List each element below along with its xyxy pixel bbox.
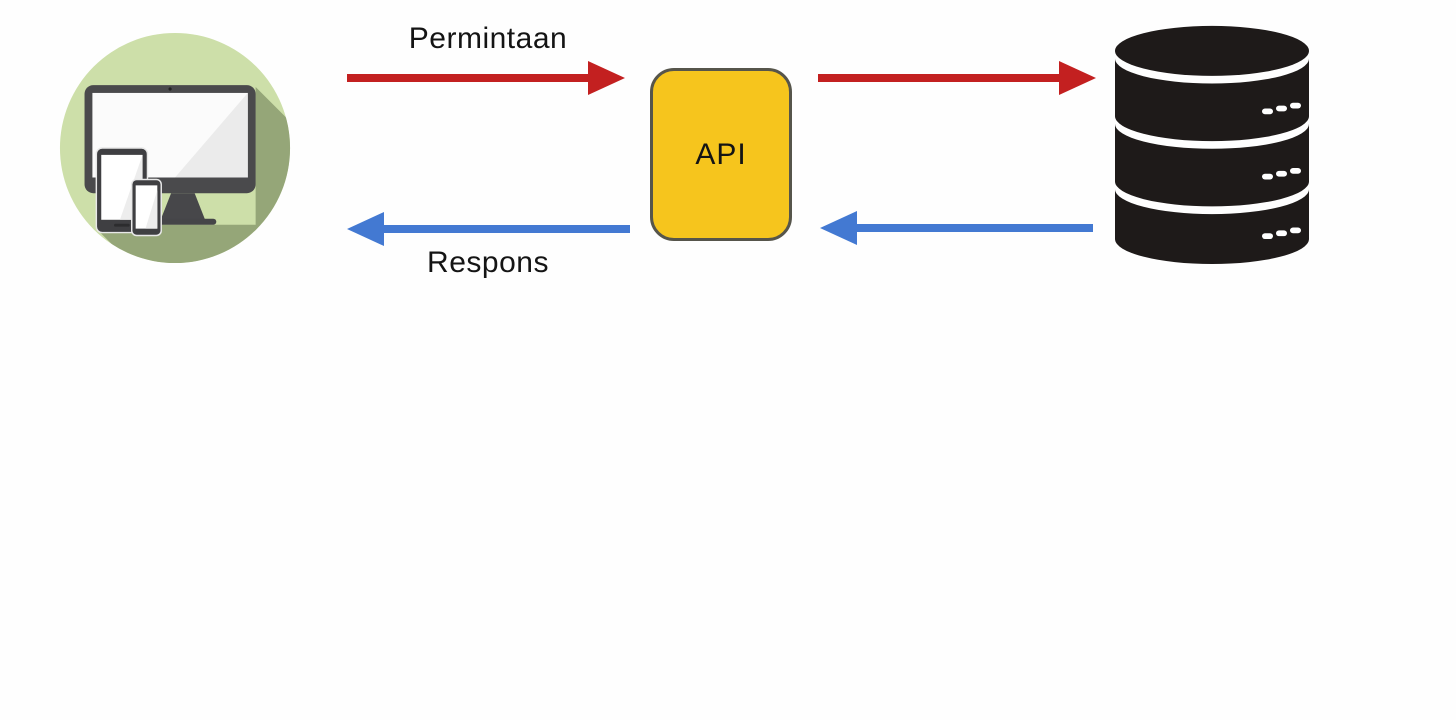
database-disk-1-dashes — [1262, 102, 1301, 115]
request-label: Permintaan — [408, 22, 568, 55]
monitor-stand-base — [151, 218, 217, 225]
api-node-label: API — [695, 137, 747, 171]
database-icon — [1115, 25, 1309, 264]
client-long-shadow — [100, 87, 291, 264]
response-arrowhead — [820, 211, 857, 245]
response-arrow-database-to-api — [820, 211, 1093, 245]
request-arrowhead — [1059, 61, 1096, 95]
monitor-screen-glare — [175, 92, 248, 178]
database-disk-2-dashes — [1262, 168, 1301, 180]
request-arrow-client-to-api — [347, 61, 625, 95]
monitor-stand — [160, 193, 206, 221]
request-arrow-api-to-database — [818, 61, 1096, 95]
response-arrow-api-to-client — [347, 212, 630, 246]
database-disk-1 — [1115, 58, 1309, 142]
request-arrowhead — [588, 61, 625, 95]
database-top-ellipse — [1115, 25, 1309, 76]
database-disk-3-dashes — [1262, 227, 1301, 240]
response-arrowhead — [347, 212, 384, 246]
client-devices-icon — [59, 32, 291, 264]
response-label: Respons — [427, 246, 549, 279]
database-disk-2 — [1115, 123, 1309, 207]
api-node: API — [650, 68, 792, 241]
webcam-dot — [168, 87, 172, 91]
database-disk-3 — [1115, 189, 1309, 264]
tablet-home-button — [114, 223, 130, 227]
